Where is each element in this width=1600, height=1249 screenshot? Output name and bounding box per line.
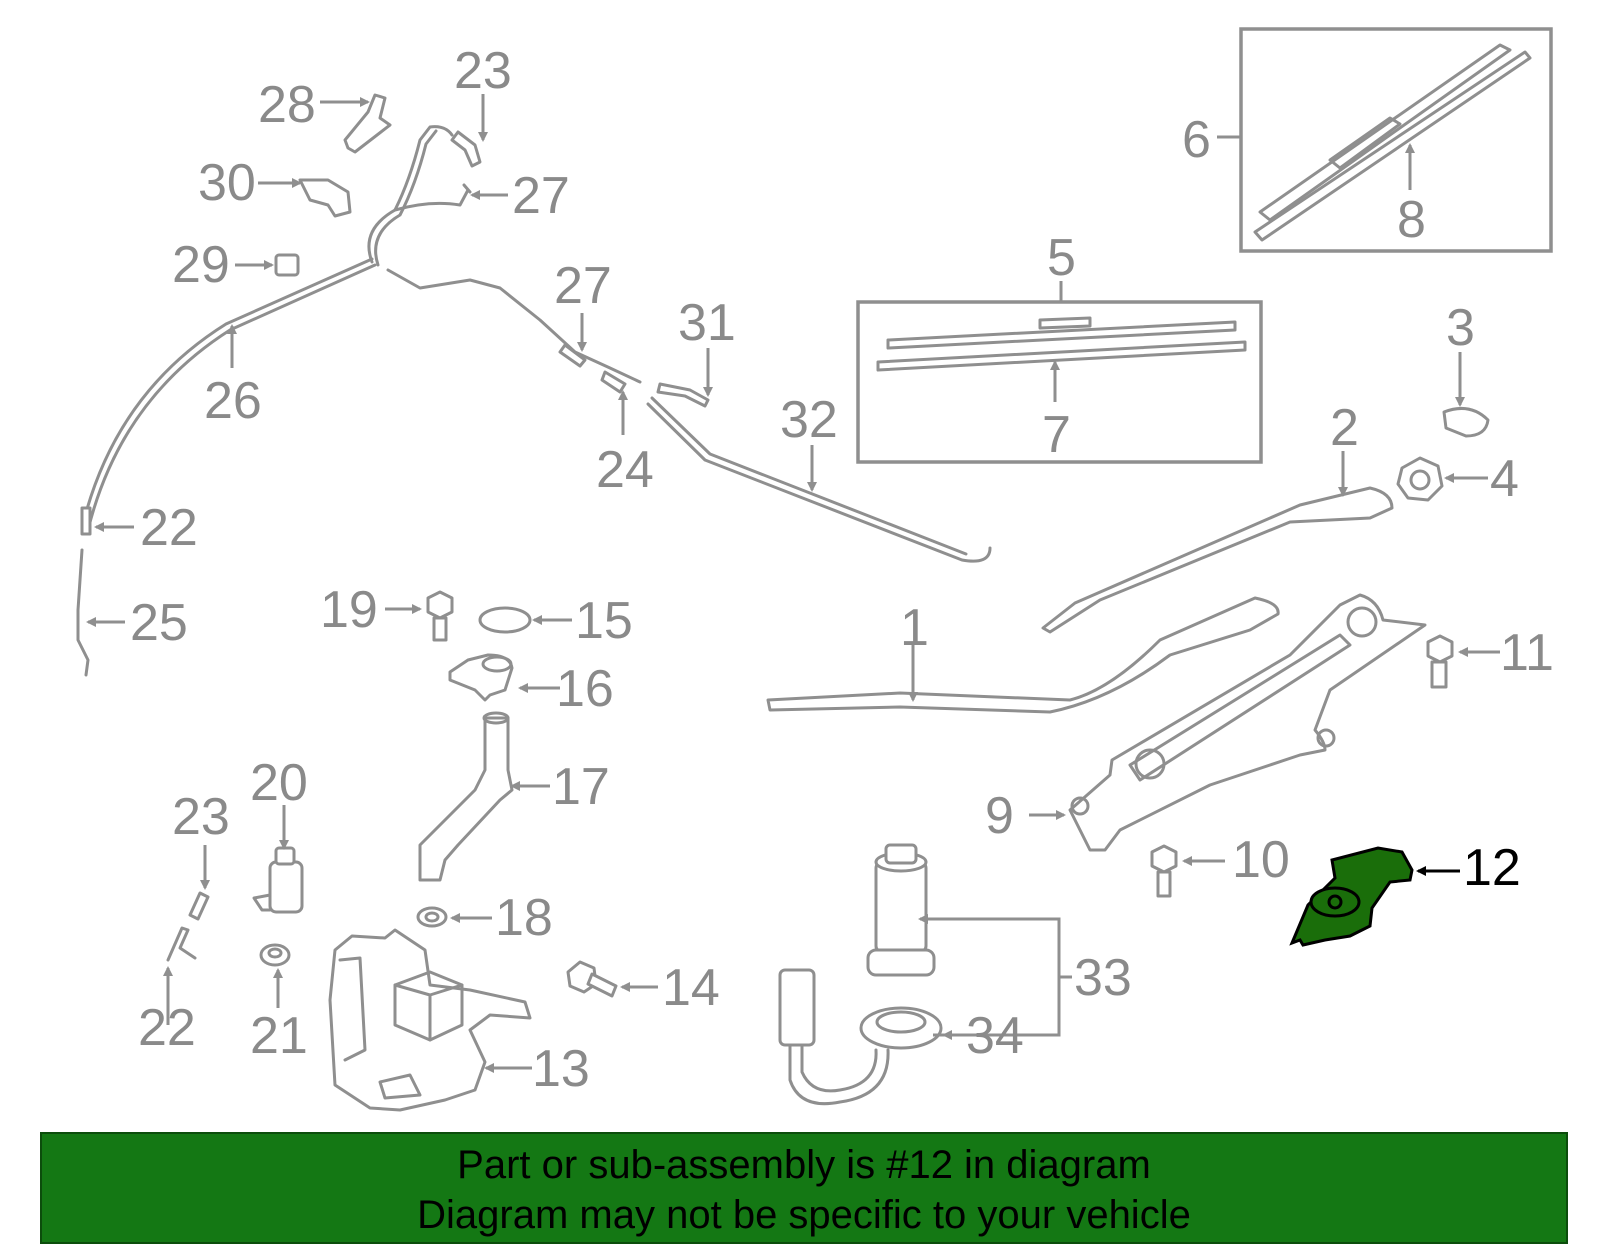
banner-line-2: Diagram may not be specific to your vehi…: [417, 1193, 1191, 1237]
parts-diagram: 1 2 3 4 5 6 7 8 9 10 11 12 13 14 15 16 1…: [76, 27, 1554, 1112]
callout-8: 8: [1397, 191, 1426, 249]
callout-20: 20: [250, 754, 308, 812]
callout-25: 25: [130, 594, 188, 652]
callout-30: 30: [198, 154, 256, 212]
callout-32: 32: [780, 391, 838, 449]
hose-31: [656, 382, 710, 408]
pump-wiring: [778, 968, 890, 1106]
filler-cap-16: [448, 653, 514, 702]
callout-34: 34: [966, 1007, 1024, 1065]
callout-22-upper: 22: [140, 499, 198, 557]
callout-11: 11: [1500, 624, 1554, 682]
nozzle-22-lower: [166, 926, 197, 962]
wiper-blade-assembly: [1253, 43, 1532, 242]
washer-pump-33: [866, 843, 936, 977]
bolt-14: [566, 960, 618, 998]
callout-23-upper: 23: [454, 42, 512, 100]
seal-15: [478, 606, 532, 634]
callout-17: 17: [552, 758, 610, 816]
callout-15: 15: [575, 592, 633, 650]
callout-3: 3: [1446, 299, 1475, 357]
callout-31: 31: [678, 294, 736, 352]
callout-22-lower: 22: [138, 999, 196, 1057]
cap-3: [1442, 406, 1490, 438]
filler-neck-17: [418, 711, 514, 882]
grommet-18: [416, 906, 448, 928]
callout-2: 2: [1330, 399, 1359, 457]
callout-14: 14: [662, 959, 720, 1017]
callout-27-upper: 27: [512, 167, 570, 225]
nozzle-22-upper: [80, 506, 92, 536]
bolt-19: [426, 590, 454, 642]
connector-27-upper: [462, 183, 472, 194]
callout-29: 29: [172, 236, 230, 294]
callout-16: 16: [556, 660, 614, 718]
wiper-arm-2: [1041, 486, 1394, 634]
connector-27-middle: [558, 343, 587, 368]
clip-30: [298, 178, 352, 218]
callout-1: 1: [900, 599, 929, 657]
callout-26: 26: [204, 372, 262, 430]
washer-hose-26: [80, 125, 642, 532]
callout-10: 10: [1232, 831, 1290, 889]
callout-6: 6: [1182, 111, 1211, 169]
callout-33: 33: [1074, 949, 1132, 1007]
nut-4: [1396, 456, 1444, 502]
grommet-34: [859, 1006, 943, 1050]
grommet-21: [259, 943, 291, 967]
connector-23-upper: [450, 130, 482, 168]
wiper-linkage-9: [1068, 593, 1427, 852]
callout-23-lower: 23: [172, 788, 230, 846]
callout-7: 7: [1042, 406, 1071, 464]
connector-23-lower: [188, 891, 210, 921]
callout-5: 5: [1047, 229, 1076, 287]
callout-24: 24: [596, 441, 654, 499]
blade-box-6: [1239, 27, 1553, 253]
hose-32: [646, 396, 992, 563]
info-banner: Part or sub-assembly is #12 in diagram D…: [40, 1132, 1568, 1244]
callout-12: 12: [1463, 839, 1521, 897]
callout-27-middle: 27: [554, 257, 612, 315]
callout-19: 19: [320, 581, 378, 639]
wiper-arm-1: [766, 596, 1280, 714]
bolt-11: [1426, 634, 1454, 689]
clip-28: [343, 93, 392, 154]
callout-9: 9: [985, 787, 1014, 845]
washer-motor-20: [252, 846, 304, 914]
hose-25: [76, 548, 90, 677]
callout-21: 21: [250, 1007, 308, 1065]
callout-4: 4: [1490, 450, 1519, 508]
wiper-blade: [876, 316, 1247, 372]
banner-line-1: Part or sub-assembly is #12 in diagram: [457, 1143, 1151, 1187]
bolt-10: [1150, 844, 1178, 898]
wiper-motor-12: [1289, 846, 1414, 947]
washer-reservoir-13: [328, 928, 532, 1112]
callout-18: 18: [495, 889, 553, 947]
clip-29: [274, 253, 300, 277]
callout-28: 28: [258, 76, 316, 134]
callout-13: 13: [532, 1040, 590, 1098]
